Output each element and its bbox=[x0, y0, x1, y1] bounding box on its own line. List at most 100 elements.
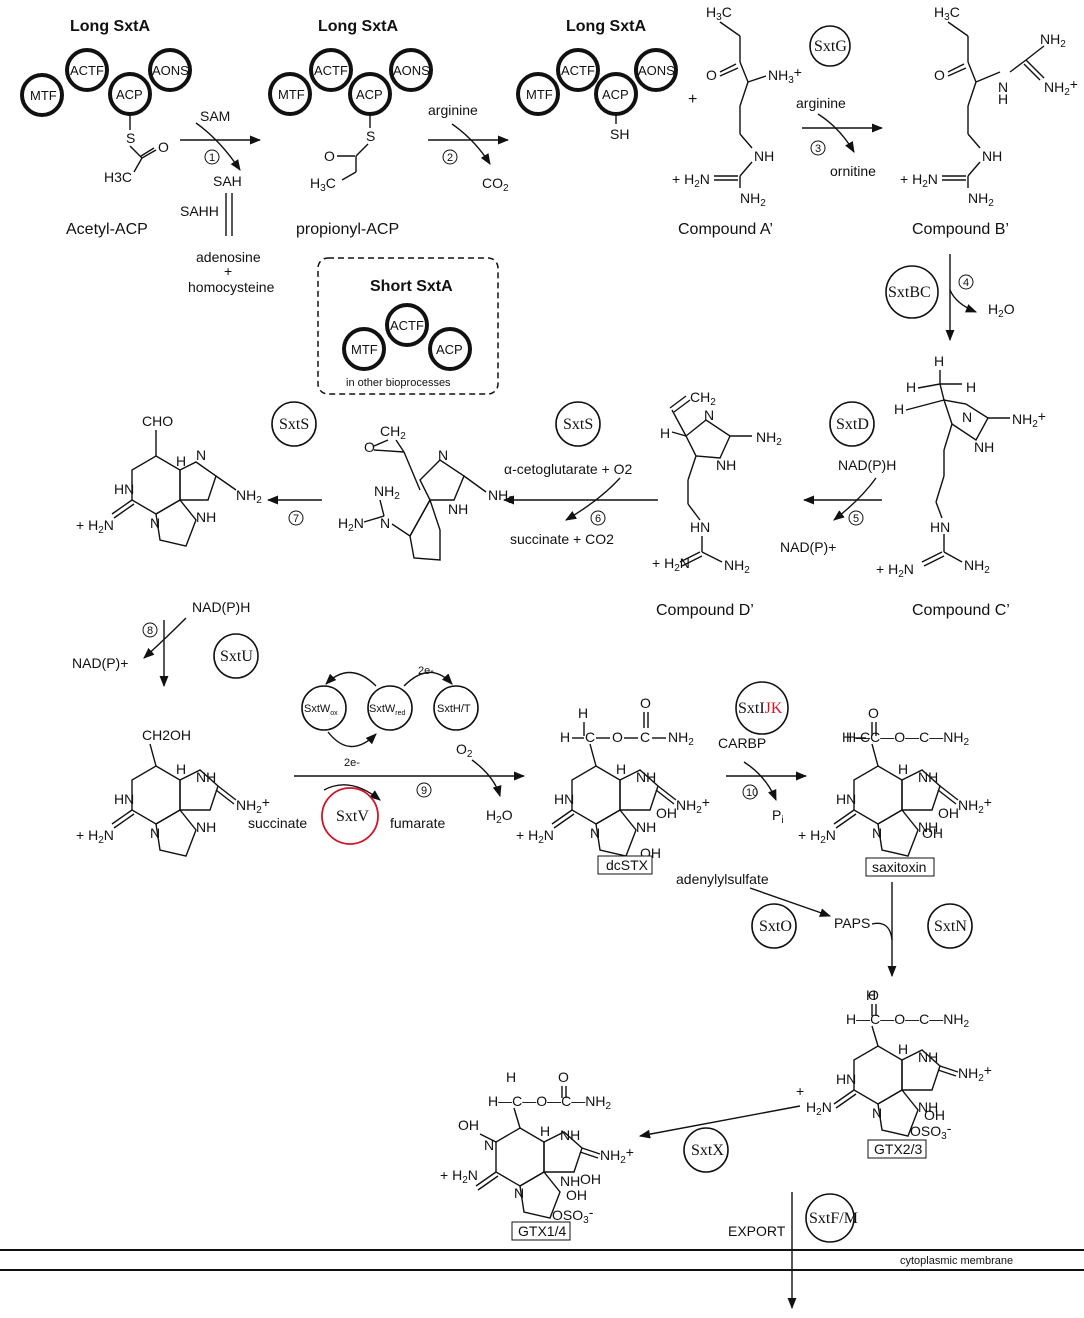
svg-text:H: H bbox=[176, 761, 186, 777]
compound-a-label: Compound A’ bbox=[678, 221, 773, 238]
svg-text:HN: HN bbox=[930, 519, 950, 535]
svg-text:N: N bbox=[380, 515, 390, 531]
sxtg-enzyme: SxtG bbox=[814, 38, 847, 55]
sxtf-m-enzyme: SxtF/M bbox=[809, 1210, 858, 1227]
domain-acp: ACP bbox=[356, 87, 383, 102]
svg-text:N: N bbox=[962, 409, 972, 425]
svg-text:H: H bbox=[898, 761, 908, 777]
svg-text:NH2: NH2 bbox=[236, 487, 262, 506]
svg-text:Pi: Pi bbox=[772, 807, 784, 826]
arginine-label: arginine bbox=[428, 102, 478, 118]
svg-text:+ H2N: + H2N bbox=[672, 171, 710, 190]
sxtu-enzyme: SxtU bbox=[220, 648, 253, 665]
domain-aons: AONS bbox=[393, 63, 430, 78]
svg-text:H: H bbox=[660, 425, 670, 441]
svg-text:NH: NH bbox=[918, 769, 938, 785]
svg-text:HN: HN bbox=[554, 791, 574, 807]
svg-text:CH2: CH2 bbox=[690, 389, 716, 408]
sulfur-atom: S bbox=[126, 130, 135, 146]
svg-text:H: H bbox=[842, 729, 852, 745]
adenylylsulfate-label: adenylylsulfate bbox=[676, 871, 769, 887]
membrane-label: cytoplasmic membrane bbox=[900, 1255, 1013, 1267]
svg-text:N: N bbox=[872, 1105, 882, 1121]
sxtv-highlight-circle bbox=[321, 787, 379, 845]
svg-text:H—C—O—C—NH2: H—C—O—C—NH2 bbox=[488, 1093, 611, 1112]
step-4-number: 4 bbox=[963, 277, 969, 289]
domain-mtf: MTF bbox=[278, 87, 305, 102]
svg-text:H2O: H2O bbox=[486, 807, 513, 826]
compound-a-structure: H3C O NH3+ NH NH2 + H2N bbox=[672, 4, 802, 209]
svg-text:N: N bbox=[998, 79, 1008, 95]
domain-acp: ACP bbox=[116, 87, 143, 102]
svg-text:+ H2N: + H2N bbox=[76, 827, 114, 846]
svg-text:N: N bbox=[484, 1137, 494, 1153]
svg-text:N: N bbox=[150, 825, 160, 841]
fumarate-label: fumarate bbox=[390, 815, 445, 831]
domain-actf: ACTF bbox=[561, 63, 595, 78]
svg-text:O: O bbox=[706, 67, 717, 83]
svg-text:+ H2N: + H2N bbox=[440, 1167, 478, 1186]
compound-b-structure: H3C O N H NH2 NH2+ NH NH2 + H2N bbox=[900, 4, 1078, 209]
two-electron-label: 2e- bbox=[418, 665, 434, 677]
nadph-label: NAD(P)H bbox=[838, 457, 896, 473]
saxitoxin-structure: O H C H—C—O—C—NH2 H HN NH NH NH2+ + H2N … bbox=[798, 705, 992, 857]
thiol-group: SH bbox=[610, 126, 629, 142]
complex-title: Long SxtA bbox=[318, 18, 398, 35]
sxtx-enzyme: SxtX bbox=[691, 1142, 724, 1159]
domain-actf: ACTF bbox=[390, 318, 424, 333]
complex-title: Long SxtA bbox=[70, 18, 150, 35]
svg-text:NH: NH bbox=[560, 1173, 580, 1189]
svg-text:NH2: NH2 bbox=[968, 190, 994, 209]
short-sxta-box: Short SxtA MTF ACTF ACP in other bioproc… bbox=[317, 257, 499, 395]
ketoglutarate-label: α-cetoglutarate + O2 bbox=[504, 461, 633, 477]
svg-text:NH: NH bbox=[196, 769, 216, 785]
nadph-label: NAD(P)H bbox=[192, 599, 250, 615]
svg-text:H: H bbox=[966, 379, 976, 395]
svg-text:O: O bbox=[558, 1069, 569, 1085]
svg-text:NH: NH bbox=[636, 819, 656, 835]
svg-text:O: O bbox=[868, 705, 879, 721]
svg-text:N: N bbox=[438, 447, 448, 463]
svg-text:NH2: NH2 bbox=[964, 557, 990, 576]
svg-text:HN: HN bbox=[114, 481, 134, 497]
sxtn-enzyme: SxtN bbox=[934, 918, 967, 935]
svg-text:NH2: NH2 bbox=[740, 190, 766, 209]
step-7-number: 7 bbox=[293, 513, 299, 525]
compound-c-label: Compound C’ bbox=[912, 602, 1010, 619]
step-1-number: 1 bbox=[209, 152, 215, 164]
step-5-number: 5 bbox=[853, 513, 859, 525]
step-3-number: 3 bbox=[815, 143, 821, 155]
svg-text:H: H bbox=[866, 987, 876, 1003]
alcohol-intermediate-structure: CH2OH H HN NH NH NH2+ + H2N N bbox=[76, 727, 270, 857]
arginine-label: arginine bbox=[796, 95, 846, 111]
step-2-number: 2 bbox=[447, 152, 453, 164]
step-6-number: 6 bbox=[595, 513, 601, 525]
long-sxta-complex-1: Long SxtA MTF ACTF ACP AONS S O H3C Acet… bbox=[20, 18, 192, 238]
sxth-t-enzyme: SxtH/T bbox=[437, 703, 471, 715]
svg-text:N: N bbox=[150, 515, 160, 531]
oxygen-atom: O bbox=[324, 148, 335, 164]
short-sxta-title: Short SxtA bbox=[370, 278, 453, 295]
svg-text:H: H bbox=[998, 91, 1008, 107]
sxtd-enzyme: SxtD bbox=[836, 416, 869, 433]
svg-text:H: H bbox=[540, 1123, 550, 1139]
domain-mtf: MTF bbox=[351, 342, 378, 357]
nadp-label: NAD(P)+ bbox=[780, 539, 836, 555]
dcstx-label: dcSTX bbox=[606, 857, 649, 873]
saxitoxin-label: saxitoxin bbox=[872, 859, 926, 875]
succinate-co2-label: succinate + CO2 bbox=[510, 531, 614, 547]
svg-text:NH: NH bbox=[636, 769, 656, 785]
svg-text:NH: NH bbox=[974, 439, 994, 455]
svg-text:H: H bbox=[906, 379, 916, 395]
svg-text:HN: HN bbox=[836, 1071, 856, 1087]
methyl-group: H3C bbox=[104, 169, 132, 185]
compound-c-structure: H H H H N NH NH2+ HN NH2 + H2N bbox=[876, 353, 1046, 580]
domain-actf: ACTF bbox=[314, 63, 348, 78]
svg-text:H: H bbox=[506, 1069, 516, 1085]
domain-aons: AONS bbox=[152, 63, 189, 78]
svg-text:O: O bbox=[934, 67, 945, 83]
svg-text:NH2: NH2 bbox=[488, 487, 514, 506]
svg-text:NH: NH bbox=[982, 148, 1002, 164]
svg-text:NH2+: NH2+ bbox=[1044, 76, 1078, 98]
